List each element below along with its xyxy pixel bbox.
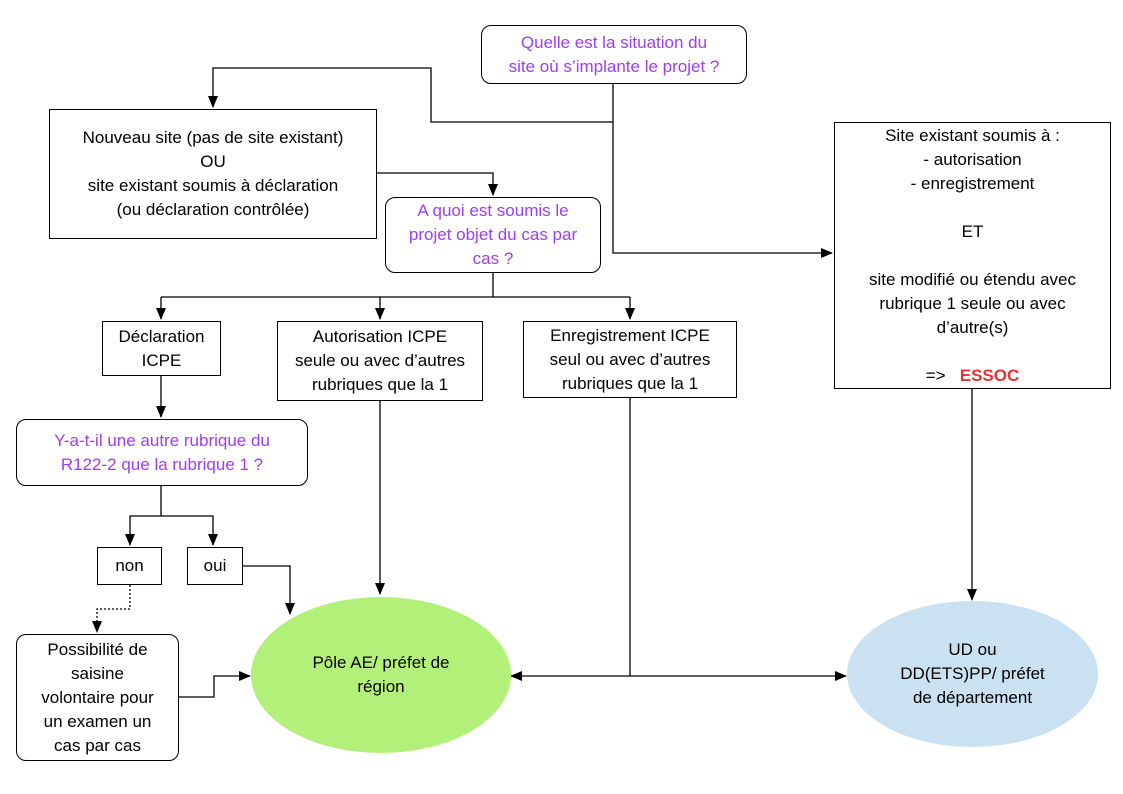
pole-ae-line-1: Pôle AE/ préfet de (312, 653, 450, 672)
autre-rubrique-line-2: R122-2 que la rubrique 1 ? (60, 454, 264, 474)
saisine-line-4: un examen un (43, 711, 152, 731)
nouveau-site-line-4: (ou déclaration contrôlée) (116, 200, 310, 219)
essoc-arrow-prefix: => (925, 365, 946, 385)
site-existant-line-4: site modifié ou étendu avec (869, 269, 1076, 289)
enregistrement-icpe-box: Enregistrement ICPE seul ou avec d’autre… (523, 321, 737, 398)
connector-to-nouveau-site (208, 67, 613, 123)
pole-ae-ellipse: Pôle AE/ préfet de région (251, 597, 511, 753)
site-existant-line-3: - enregistrement (910, 173, 1035, 193)
declaration-line-1: Déclaration (118, 326, 205, 346)
enregistrement-line-2: seul ou avec d’autres (549, 349, 711, 369)
soumis-question-line-3: cas ? (472, 249, 514, 268)
non-box: non (97, 547, 162, 585)
site-existant-box: Site existant soumis à : - autorisation … (834, 122, 1111, 389)
autorisation-line-1: Autorisation ICPE (312, 327, 448, 346)
ud-line-3: de département (912, 688, 1033, 707)
non-label: non (115, 556, 144, 575)
enregistrement-line-1: Enregistrement ICPE (550, 325, 710, 345)
nouveau-site-line-3: site existant soumis à déclaration (87, 176, 339, 195)
site-existant-line-2: - autorisation (923, 149, 1022, 169)
saisine-line-3: volontaire pour (41, 687, 154, 707)
pole-ae-line-2: région (357, 677, 405, 696)
ud-ellipse: UD ou DD(ETS)PP/ préfet de département (847, 601, 1098, 747)
declaration-line-2: ICPE (141, 350, 182, 370)
autorisation-icpe-box: Autorisation ICPE seule ou avec d’autres… (277, 321, 483, 401)
site-existant-line-1: Site existant soumis à : (885, 125, 1060, 145)
connector-nouveau-to-soumis (376, 172, 498, 196)
connector-oui-to-pole (243, 565, 295, 615)
oui-box: oui (187, 547, 243, 585)
ud-line-1: UD ou (948, 640, 997, 659)
soumis-question-line-1: A quoi est soumis le (417, 201, 569, 220)
essoc-label: ESSOC (959, 365, 1020, 385)
nouveau-site-line-1: Nouveau site (pas de site existant) (82, 128, 344, 147)
site-existant-essoc-line: => ESSOC (926, 364, 1020, 388)
saisine-line-1: Possibilité de (47, 639, 148, 659)
saisine-box: Possibilité de saisine volontaire pour u… (16, 634, 179, 761)
site-existant-line-5: rubrique 1 seule ou avec (879, 293, 1066, 313)
connector-question-to-oui (161, 515, 218, 546)
site-existant-line-6: d’autre(s) (936, 317, 1009, 337)
autorisation-line-3: rubriques que la 1 (311, 375, 449, 394)
connector-saisine-to-pole (179, 671, 251, 698)
autorisation-line-2: seule ou avec d’autres (294, 351, 466, 370)
oui-label: oui (203, 556, 227, 575)
connector-non-to-saisine (92, 585, 131, 633)
connector-question-branch (125, 486, 162, 546)
situation-question-box: Quelle est la situation du site où s’imp… (481, 25, 747, 84)
autre-rubrique-line-1: Y-a-t-il une autre rubrique du (54, 430, 270, 450)
situation-question-line-2: site où s’implante le projet ? (508, 56, 720, 76)
autre-rubrique-question-box: Y-a-t-il une autre rubrique du R122-2 qu… (16, 419, 308, 486)
situation-question-line-1: Quelle est la situation du (520, 32, 708, 52)
saisine-line-2: saisine (71, 663, 124, 683)
soumis-question-line-2: projet objet du cas par (408, 225, 578, 244)
nouveau-site-line-2: OU (200, 152, 226, 171)
nouveau-site-box: Nouveau site (pas de site existant) OU s… (49, 109, 377, 239)
site-existant-et: ET (961, 221, 984, 241)
soumis-question-box: A quoi est soumis le projet objet du cas… (385, 197, 601, 273)
enregistrement-line-3: rubriques que la 1 (561, 373, 699, 393)
connector-to-site-existant (612, 122, 833, 258)
saisine-line-5: cas par cas (54, 735, 141, 755)
ud-line-2: DD(ETS)PP/ préfet (900, 664, 1045, 683)
declaration-icpe-box: Déclaration ICPE (102, 321, 221, 376)
